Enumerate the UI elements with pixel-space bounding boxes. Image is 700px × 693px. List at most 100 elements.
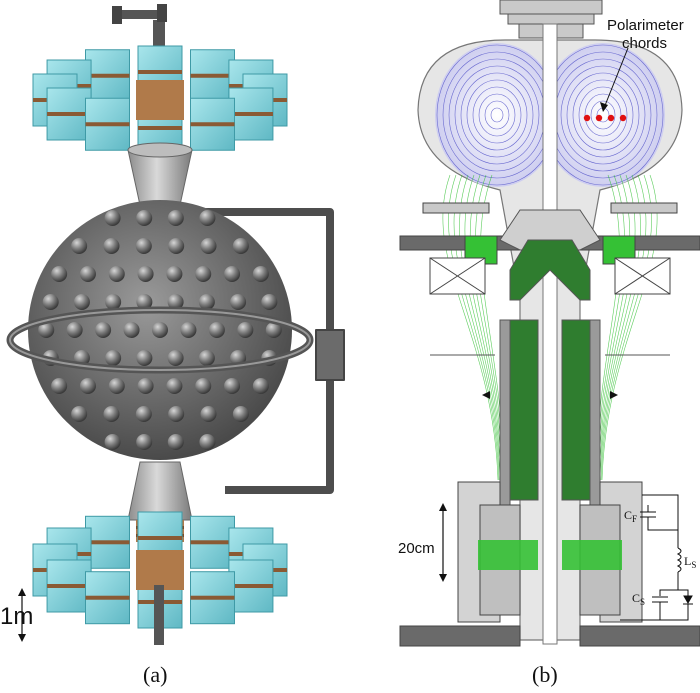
side-pipe-icon bbox=[185, 208, 345, 494]
electrode-ball-icon bbox=[200, 406, 217, 422]
scale-label-b: 20cm bbox=[398, 540, 435, 557]
diode-icon bbox=[683, 595, 693, 605]
flux-contour bbox=[572, 79, 634, 151]
electrode-ball-icon bbox=[237, 322, 254, 338]
electrode-ball-icon bbox=[71, 238, 88, 254]
scale-bar-20cm: 20cm bbox=[398, 503, 447, 582]
electrode-ball-icon bbox=[135, 238, 152, 254]
electrode-ball-icon bbox=[252, 266, 269, 282]
marker-left-icon bbox=[482, 391, 490, 399]
lower-magnet-coil-ring bbox=[32, 511, 288, 629]
electrode-ball-icon bbox=[73, 294, 90, 310]
magnet-band bbox=[190, 595, 235, 600]
field-line bbox=[599, 174, 647, 481]
upper-magnet-coil-ring bbox=[32, 45, 288, 155]
electrode-ball-icon bbox=[136, 350, 153, 366]
electrode-ball-icon bbox=[200, 238, 217, 254]
flux-contour bbox=[566, 72, 640, 158]
copper-coil-icon bbox=[136, 550, 184, 590]
panel-b-cross-section: Polarimeter chords 20cm bbox=[398, 0, 700, 647]
pulse-circuit bbox=[620, 494, 693, 621]
electrode-ball-icon bbox=[167, 294, 184, 310]
electrode-ball-icon bbox=[167, 210, 184, 226]
electrode-ball-icon bbox=[103, 238, 120, 254]
marker-right-icon bbox=[610, 391, 618, 399]
electrode-ball-icon bbox=[166, 378, 183, 394]
flux-contour bbox=[590, 100, 616, 130]
electrode-ball-icon bbox=[136, 210, 153, 226]
scale-bar-1m: 1m bbox=[0, 588, 33, 642]
magnet-band bbox=[228, 584, 273, 588]
electrode-ball-icon bbox=[108, 378, 125, 394]
electrode-ball-icon bbox=[42, 294, 59, 310]
electrode-ball-icon bbox=[166, 266, 183, 282]
flux-contour bbox=[490, 107, 504, 123]
electrode-ball-icon bbox=[135, 406, 152, 422]
cs-label: CS bbox=[632, 591, 645, 607]
electrode-ball-icon bbox=[167, 434, 184, 450]
coil-plates bbox=[399, 202, 700, 295]
cf-label: CF bbox=[624, 508, 637, 524]
electrode-ball-icon bbox=[195, 266, 212, 282]
electrode-array bbox=[38, 210, 282, 450]
electrode-ball-icon bbox=[51, 378, 68, 394]
flux-region-left bbox=[435, 43, 559, 187]
electrode-ball-icon bbox=[103, 406, 120, 422]
flux-contour bbox=[584, 93, 622, 137]
electrode-ball-icon bbox=[136, 294, 153, 310]
flux-contour bbox=[454, 65, 540, 165]
bottom-pipe-icon bbox=[154, 585, 164, 645]
electrode-ball-icon bbox=[104, 434, 121, 450]
electrode-ball-icon bbox=[167, 350, 184, 366]
electrode-ball-icon bbox=[79, 378, 96, 394]
magnet-band bbox=[85, 540, 130, 545]
flux-contour bbox=[460, 72, 534, 158]
magnet-band bbox=[47, 584, 92, 588]
upper-cone-icon bbox=[127, 142, 193, 206]
magnet-band bbox=[85, 122, 130, 127]
magnet-band bbox=[190, 73, 235, 78]
electrode-ball-icon bbox=[123, 322, 140, 338]
field-line bbox=[600, 174, 652, 481]
electrode-ball-icon bbox=[195, 378, 212, 394]
field-line bbox=[596, 174, 631, 481]
sphere-vessel-icon bbox=[6, 200, 314, 460]
flux-region-right bbox=[541, 43, 665, 187]
field-line bbox=[453, 174, 501, 481]
electrode-ball-icon bbox=[265, 322, 282, 338]
electrode-ball-icon bbox=[71, 406, 88, 422]
electrode-ball-icon bbox=[137, 266, 154, 282]
caption-a: (a) bbox=[143, 662, 168, 687]
polarimeter-dots bbox=[583, 114, 627, 122]
flux-contour bbox=[472, 86, 522, 144]
electrode-ball-icon bbox=[79, 266, 96, 282]
magnet-band bbox=[47, 112, 92, 116]
ls-label: LS bbox=[684, 554, 696, 570]
magnet-band bbox=[138, 536, 182, 540]
electrode-ball-icon bbox=[105, 350, 122, 366]
central-column bbox=[542, 23, 558, 645]
field-line bbox=[601, 174, 658, 481]
electrode-ball-icon bbox=[104, 210, 121, 226]
electrode-ball-icon bbox=[51, 266, 68, 282]
flux-contour bbox=[466, 79, 528, 151]
magnet-band bbox=[190, 540, 235, 545]
electrode-ball-icon bbox=[66, 322, 83, 338]
field-line bbox=[469, 174, 504, 481]
lower-housing bbox=[399, 481, 700, 647]
magnet-band bbox=[85, 595, 130, 600]
copper-coil-icon bbox=[136, 80, 184, 120]
electrode-ball-icon bbox=[199, 210, 216, 226]
electrode-ball-icon bbox=[180, 322, 197, 338]
scale-label-a: 1m bbox=[0, 603, 33, 630]
electrode-ball-icon bbox=[261, 294, 278, 310]
electrode-ball-icon bbox=[137, 378, 154, 394]
electrode-ball-icon bbox=[198, 294, 215, 310]
electrode-ball-icon bbox=[198, 350, 215, 366]
flux-contour bbox=[560, 65, 646, 165]
inductor-icon bbox=[676, 547, 682, 573]
inner-electrode bbox=[499, 209, 601, 521]
electrode-ball-icon bbox=[108, 266, 125, 282]
electrode-ball-icon bbox=[168, 238, 185, 254]
